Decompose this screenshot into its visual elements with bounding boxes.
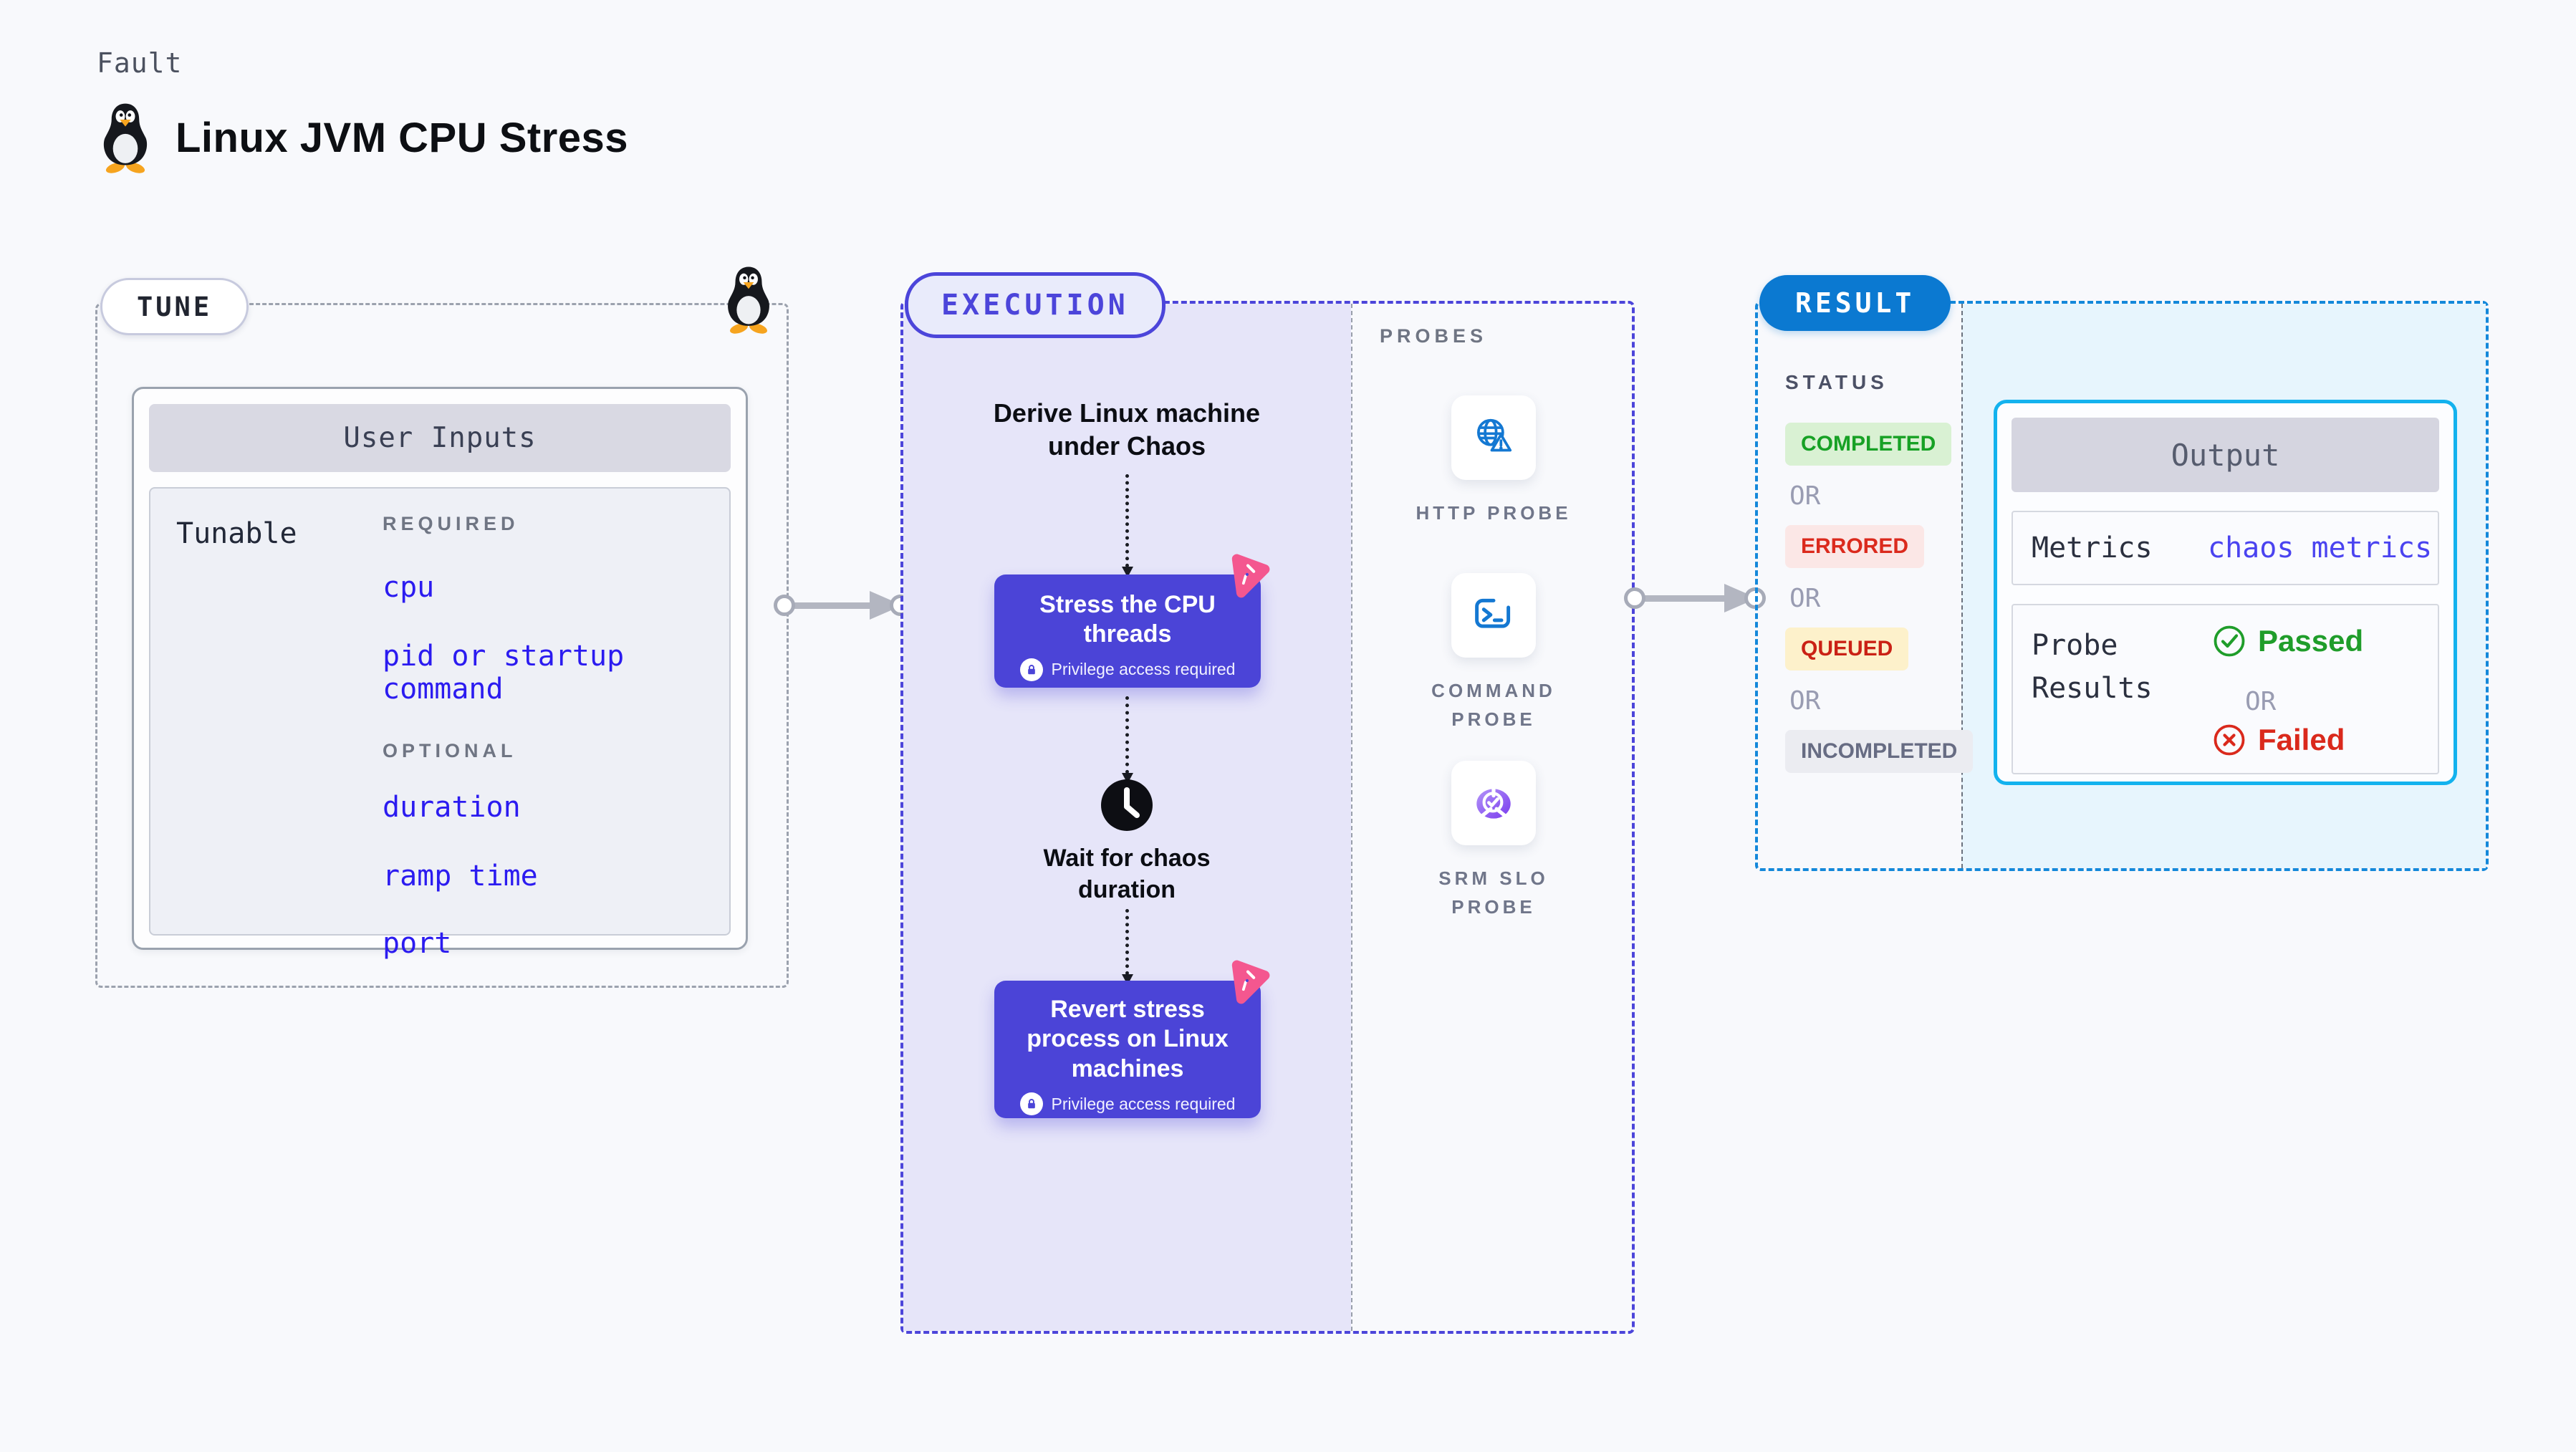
or-label: OR — [1789, 686, 1821, 716]
page-title: Linux JVM CPU Stress — [176, 114, 629, 161]
probe-card — [1451, 761, 1536, 845]
tune-pill: TUNE — [100, 278, 249, 335]
tux-icon — [95, 102, 155, 173]
revert-step-box: Revert stress process on Linux machines … — [994, 981, 1261, 1118]
probe-name: HTTP PROBE — [1416, 502, 1572, 524]
tune-section: TUNE User Inputs Tunable REQUIRED cpu pi… — [95, 303, 789, 988]
arrow-line — [1634, 595, 1729, 602]
or-label: OR — [1789, 584, 1821, 613]
metrics-value-link[interactable]: chaos metrics — [2208, 532, 2433, 564]
probe-command: COMMAND PROBE — [1352, 573, 1635, 734]
stress-step-box: Stress the CPU threads Privilege access … — [994, 574, 1261, 688]
probe-result-passed: Passed — [2212, 624, 2363, 658]
execution-pill: EXECUTION — [905, 272, 1166, 338]
param-link-ramp-time[interactable]: ramp time — [383, 860, 538, 893]
param-link-cpu[interactable]: cpu — [383, 571, 435, 604]
execution-to-result-arrow — [1624, 584, 1766, 612]
page-header: Linux JVM CPU Stress — [95, 102, 628, 173]
status-divider — [1961, 304, 1963, 868]
output-title: Output — [2012, 418, 2439, 492]
result-section: RESULT STATUS COMPLETED OR ERRORED OR QU… — [1755, 275, 2489, 871]
dotted-arrow — [1122, 909, 1133, 985]
privilege-text: Privilege access required — [1051, 1094, 1236, 1113]
revert-step-title: Revert stress process on Linux machines — [1027, 996, 1229, 1082]
user-inputs-title: User Inputs — [149, 404, 731, 472]
probe-results-row: Probe Results Passed OR — [2012, 604, 2439, 774]
probes-heading: PROBES — [1380, 325, 1488, 347]
failed-text: Failed — [2258, 723, 2345, 756]
probe-name: SRM SLO PROBE — [1438, 867, 1549, 918]
status-badge-incompleted: INCOMPLETED — [1785, 730, 1974, 773]
x-circle-icon — [2214, 724, 2245, 756]
fault-kicker: Fault — [97, 47, 183, 79]
chaos-logo-icon — [1225, 959, 1272, 1006]
param-link-duration[interactable]: duration — [383, 791, 521, 824]
param-link-pid-or-startup-command[interactable]: pid or startup command — [383, 640, 625, 706]
tunable-panel: Tunable REQUIRED cpu pid or startup comm… — [149, 487, 731, 960]
result-pill: RESULT — [1759, 275, 1951, 331]
output-card: Output Metrics chaos metrics Probe Resul… — [1994, 400, 2457, 785]
privilege-row: Privilege access required — [994, 658, 1261, 681]
tunable-params: REQUIRED cpu pid or startup command OPTI… — [383, 489, 718, 960]
status-badge-queued: QUEUED — [1785, 628, 1909, 670]
dotted-arrow — [1122, 474, 1133, 577]
optional-group-label: OPTIONAL — [383, 740, 517, 761]
tux-icon — [719, 265, 778, 334]
connector-dot — [774, 595, 795, 616]
check-circle-icon — [2214, 625, 2245, 657]
status-badge-completed: COMPLETED — [1785, 423, 1952, 466]
lock-icon — [1019, 1092, 1043, 1116]
execution-flow-zone: Derive Linux machine under Chaos Stress … — [903, 304, 1351, 1331]
probes-divider — [1351, 304, 1352, 1331]
lock-icon — [1019, 658, 1043, 681]
probe-name: COMMAND PROBE — [1431, 680, 1556, 731]
slo-pie-icon — [1476, 784, 1511, 819]
required-group-label: REQUIRED — [383, 513, 519, 534]
probe-http: HTTP PROBE — [1352, 395, 1635, 527]
status-badge-errored: ERRORED — [1785, 525, 1925, 568]
arrow-line — [784, 602, 874, 609]
user-inputs-card: User Inputs Tunable REQUIRED cpu pid or … — [132, 387, 748, 960]
wait-text: Wait for chaos duration — [1043, 845, 1211, 904]
globe-alert-icon — [1477, 418, 1512, 452]
stress-step-title: Stress the CPU threads — [1039, 591, 1216, 648]
connector-dot — [1624, 587, 1645, 609]
probe-result-failed: Failed — [2212, 723, 2345, 757]
probe-card — [1451, 395, 1536, 480]
status-heading: STATUS — [1785, 371, 1888, 393]
metrics-label: Metrics — [2032, 532, 2153, 564]
probe-srm-slo: SRM SLO PROBE — [1352, 761, 1635, 922]
probes-section: PROBES — [1352, 304, 1632, 1331]
privilege-row: Privilege access required — [994, 1092, 1261, 1116]
execution-section: Derive Linux machine under Chaos Stress … — [900, 272, 1635, 1334]
privilege-text: Privilege access required — [1051, 660, 1236, 679]
or-label: OR — [2245, 687, 2277, 716]
metrics-row: Metrics chaos metrics — [2012, 511, 2439, 585]
execution-entry-text: Derive Linux machine under Chaos — [993, 398, 1261, 461]
passed-text: Passed — [2258, 624, 2364, 658]
param-link-port[interactable]: port — [383, 927, 452, 960]
chaos-logo-icon — [1225, 553, 1272, 600]
tune-to-execution-arrow — [774, 591, 911, 620]
tunable-label: Tunable — [176, 517, 297, 550]
probe-card — [1451, 573, 1536, 658]
status-column: STATUS COMPLETED OR ERRORED OR QUEUED OR… — [1785, 304, 1974, 773]
dotted-arrow — [1122, 696, 1133, 784]
terminal-icon — [1475, 598, 1511, 628]
probe-results-label: Probe Results — [2032, 629, 2153, 705]
or-label: OR — [1789, 481, 1821, 511]
clock-icon — [1100, 778, 1154, 832]
